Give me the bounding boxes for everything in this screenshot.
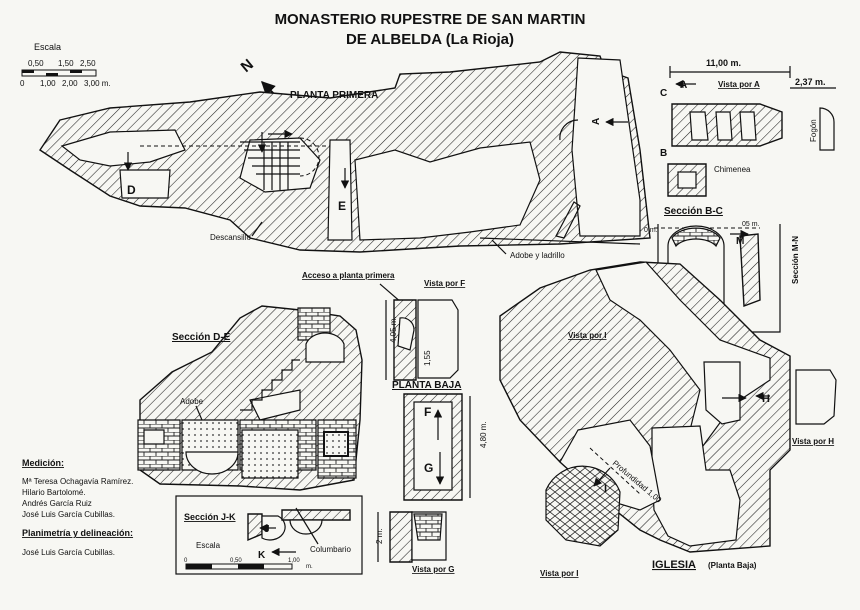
marker-m: M <box>736 236 744 247</box>
seccion-de-label: Sección D-E <box>172 332 231 343</box>
scale-tick-top-1: 0,50 <box>28 59 44 68</box>
medicion-name-4: José Luis García Cubillas. <box>22 510 115 519</box>
dim-480m: 4,80 m. <box>479 421 488 448</box>
dim-05m: 05 m. <box>742 221 760 228</box>
scale-tick-top-2: 1,50 <box>58 59 74 68</box>
scale-tick-top-3: 2,50 <box>80 59 96 68</box>
marker-h: H <box>762 393 770 405</box>
planta-primera-label: PLANTA PRIMERA <box>290 90 378 101</box>
adobe-ladrillo-label: Adobe y ladrillo <box>510 251 565 260</box>
columbario-label: Columbario <box>310 545 351 554</box>
vista-por-f-label: Vista por F <box>424 279 465 288</box>
vista-por-i-label: Vista por I <box>540 569 579 578</box>
marker-a-view: A <box>680 80 687 91</box>
marker-k: K <box>258 550 266 561</box>
medicion-name-3: Andrés García Ruiz <box>22 499 92 508</box>
marker-a-plan: A <box>591 118 602 125</box>
marker-b: B <box>660 148 667 159</box>
seccion-de: Sección D-E Adobe <box>137 305 363 491</box>
dim-155: 1,55 <box>423 350 432 366</box>
scale-bottom-tick-2: 0,50 <box>230 558 242 564</box>
vista-por-i-label-top: Vista por I <box>568 331 607 340</box>
dim-0m: 0 m. <box>644 227 658 234</box>
vista-por-h: Vista por H <box>792 369 837 446</box>
marker-e: E <box>338 199 346 213</box>
scale-bottom-tick-4: m. <box>306 564 313 570</box>
medicion-heading: Medición: <box>22 458 64 468</box>
dim-237m: 2,37 m. <box>795 77 826 87</box>
seccion-bc-label: Sección B-C <box>664 206 723 217</box>
iglesia-label: IGLESIA <box>652 559 696 571</box>
vista-por-g: 2 m. Vista por G <box>375 511 455 574</box>
seccion-jk: Sección J-K J K Columbario Escala 0 0,50… <box>175 495 363 575</box>
scale-label: Escala <box>34 42 61 52</box>
marker-i: I <box>604 483 607 495</box>
title-line-1: MONASTERIO RUPESTRE DE SAN MARTIN <box>275 11 586 28</box>
marker-c: C <box>660 88 667 99</box>
medicion-name-2: Hilario Bartolomé. <box>22 488 86 497</box>
planimetria-name-1: José Luis García Cubillas. <box>22 548 115 557</box>
vista-por-g-label: Vista por G <box>412 565 455 574</box>
scale-tick-bottom-4: 3,00 m. <box>84 79 111 88</box>
planta-baja-label: PLANTA BAJA <box>392 380 461 391</box>
planta-baja-fg: PLANTA BAJA F G 4,80 m. <box>392 380 488 501</box>
scale-bottom-tick-3: 1,00 <box>288 558 300 564</box>
fogon-label: Fogón <box>809 119 818 142</box>
adobe-label: Adobe <box>180 397 204 406</box>
dim-11m: 11,00 m. <box>706 58 741 68</box>
medicion-name-1: Mª Teresa Ochagavía Ramírez. <box>22 477 133 486</box>
north-label: N <box>238 56 257 76</box>
iglesia-sub-label: (Planta Baja) <box>708 561 757 570</box>
planta-primera-plan: PLANTA PRIMERA D E A Descansillo Adobe y… <box>39 51 651 260</box>
marker-d: D <box>127 183 136 197</box>
scale-tick-bottom-2: 1,00 <box>40 79 56 88</box>
marker-f: F <box>424 405 431 419</box>
title-line-2: DE ALBELDA (La Rioja) <box>346 31 514 48</box>
scale-bottom-label: Escala <box>196 541 221 550</box>
dim-405m: 4,05 m. <box>389 316 398 343</box>
seccion-mn-label: Sección M-N <box>791 236 800 284</box>
scale-tick-bottom-3: 2,00 <box>62 79 78 88</box>
chimenea-label: Chimenea <box>714 165 751 174</box>
scale-tick-bottom-1: 0 <box>20 79 25 88</box>
descansillo-label: Descansillo <box>210 233 251 242</box>
planimetria-heading: Planimetría y delineación: <box>22 528 133 538</box>
vista-por-h-label: Vista por H <box>792 437 834 446</box>
scale-bar-top: Escala 0,50 1,50 2,50 0 1,00 2,00 3,00 m… <box>20 42 111 88</box>
dim-2m: 2 m. <box>375 528 384 544</box>
seccion-jk-label: Sección J-K <box>184 512 236 522</box>
vista-por-a-label: Vista por A <box>718 80 760 89</box>
scale-bottom-tick-1: 0 <box>184 558 188 564</box>
vista-por-f: Acceso a planta primera Vista por F 4,05… <box>302 271 465 381</box>
marker-j: J <box>264 524 270 535</box>
acceso-label: Acceso a planta primera <box>302 271 395 280</box>
credits: Medición: Mª Teresa Ochagavía Ramírez. H… <box>22 458 133 557</box>
iglesia-plan: H I Profundidad 1,00 IGLESIA (Planta Baj… <box>499 261 791 578</box>
vista-por-a: 11,00 m. 2,37 m. C A Vista por A Fogón B… <box>660 58 836 197</box>
marker-g: G <box>424 461 433 475</box>
